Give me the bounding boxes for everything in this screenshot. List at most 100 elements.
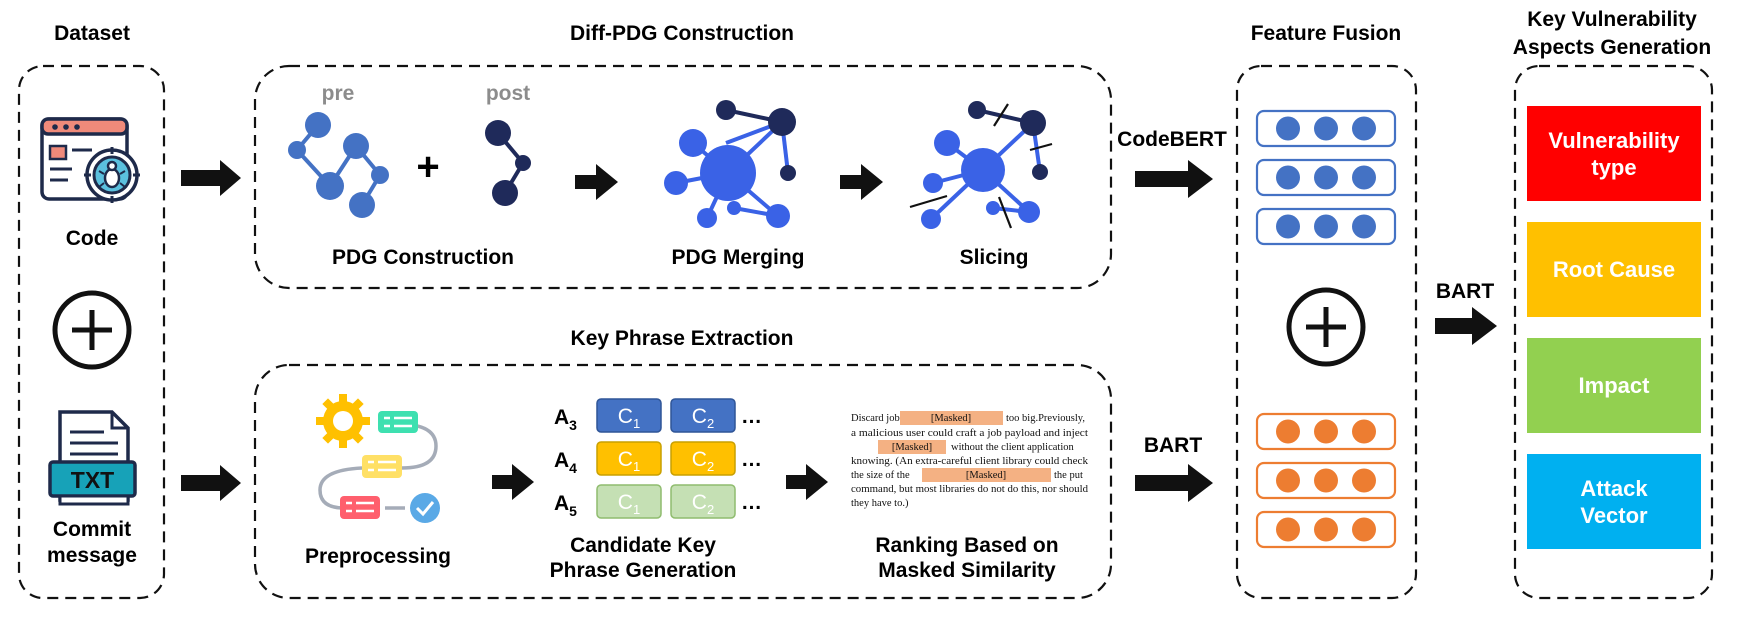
arrow-merging-to-slicing bbox=[840, 164, 883, 200]
aspect-box: Root Cause bbox=[1527, 222, 1701, 317]
passage-line3b: without the client application bbox=[951, 442, 1075, 453]
masked-passage: Discard job [Masked] too big.Previously,… bbox=[851, 411, 1089, 509]
pre-graph bbox=[288, 112, 389, 218]
bart-embeddings bbox=[1255, 412, 1397, 549]
embedding-row bbox=[1255, 510, 1397, 549]
post-label: post bbox=[486, 82, 530, 105]
codebert-embeddings bbox=[1255, 109, 1397, 246]
embedding-row bbox=[1255, 207, 1397, 246]
embedding-dot bbox=[1276, 517, 1300, 542]
passage-line1a: Discard job bbox=[851, 413, 900, 424]
sliced-graph bbox=[909, 101, 1053, 229]
key-phrase-box bbox=[253, 363, 1113, 600]
embedding-row bbox=[1255, 461, 1397, 500]
bart-output-label: BART bbox=[1436, 280, 1494, 303]
embedding-dot bbox=[1314, 468, 1338, 493]
passage-line7: they have to.) bbox=[851, 498, 909, 509]
flow-arrows bbox=[181, 160, 1497, 502]
code-label: Code bbox=[66, 227, 119, 250]
diff-pdg-box bbox=[253, 64, 1113, 290]
embedding-dot bbox=[1314, 517, 1338, 542]
aspect-box: Impact bbox=[1527, 338, 1701, 433]
aspect-label-line1: Vulnerability bbox=[1548, 128, 1680, 153]
candidate-chip bbox=[596, 441, 662, 476]
post-graph bbox=[485, 120, 531, 206]
arrow-code-to-pdg bbox=[181, 160, 241, 196]
aspect-label: Root Cause bbox=[1553, 257, 1675, 282]
aspect-label-line1: Attack bbox=[1580, 476, 1648, 501]
cut-marks bbox=[909, 103, 1053, 229]
ranking-label-line1: Ranking Based on bbox=[875, 534, 1058, 557]
txt-badge: TXT bbox=[71, 467, 114, 493]
arrow-preprocessing-to-candidate bbox=[492, 464, 534, 500]
commit-label-line2: message bbox=[47, 544, 137, 567]
masked-token-1: [Masked] bbox=[931, 413, 971, 424]
embedding-dot bbox=[1314, 419, 1338, 444]
circled-plus-icon bbox=[52, 290, 132, 370]
candidate-chip bbox=[670, 484, 736, 519]
dataset-box bbox=[17, 64, 166, 600]
candidate-ellipsis: … bbox=[741, 448, 762, 471]
slicing-label: Slicing bbox=[960, 246, 1029, 269]
arrow-commit-to-keyphrase bbox=[181, 465, 241, 501]
embedding-dot bbox=[1276, 116, 1300, 141]
embedding-dot bbox=[1276, 165, 1300, 190]
embedding-dot bbox=[1352, 165, 1376, 190]
embedding-dot bbox=[1314, 165, 1338, 190]
pdg-merging-label: PDG Merging bbox=[671, 246, 804, 269]
candidate-label-line2: Phrase Generation bbox=[550, 559, 737, 582]
candidate-label-line1: Candidate Key bbox=[570, 534, 716, 557]
preprocessing-icon bbox=[316, 394, 440, 523]
pdg-construction-label: PDG Construction bbox=[332, 246, 514, 269]
passage-line6: command, but most libraries do not do th… bbox=[851, 484, 1089, 495]
embedding-dot bbox=[1314, 116, 1338, 141]
aspect-label: Impact bbox=[1579, 373, 1651, 398]
candidate-chip bbox=[596, 398, 662, 433]
masked-token-2: [Masked] bbox=[892, 442, 932, 453]
key-aspects-box bbox=[1513, 64, 1714, 600]
embedding-dot bbox=[1352, 468, 1376, 493]
key-aspects-title-line2: Aspects Generation bbox=[1513, 36, 1711, 59]
candidate-row-label: A4 bbox=[554, 449, 577, 476]
arrow-bart-text bbox=[1135, 464, 1213, 502]
candidate-chip bbox=[596, 484, 662, 519]
embedding-dot bbox=[1352, 517, 1376, 542]
candidate-ellipsis: … bbox=[741, 491, 762, 514]
feature-fusion-title: Feature Fusion bbox=[1251, 22, 1402, 45]
arrow-pdg-to-merging bbox=[575, 164, 618, 200]
passage-line5b: the put bbox=[1054, 470, 1083, 481]
embedding-dot bbox=[1276, 214, 1300, 239]
passage-line5a: the size of the bbox=[851, 470, 910, 481]
embedding-dot bbox=[1352, 419, 1376, 444]
embedding-dot bbox=[1276, 468, 1300, 493]
embedding-row bbox=[1255, 158, 1397, 197]
codebert-label: CodeBERT bbox=[1117, 128, 1227, 151]
aspect-label-line2: type bbox=[1591, 155, 1636, 180]
merged-graph bbox=[664, 100, 796, 228]
embedding-dot bbox=[1276, 419, 1300, 444]
passage-line1b: too big.Previously, bbox=[1006, 413, 1085, 424]
text-document-icon: TXT bbox=[48, 410, 137, 506]
passage-line2: a malicious user could craft a job paylo… bbox=[851, 428, 1088, 439]
bart-text-label: BART bbox=[1144, 434, 1202, 457]
arrow-candidate-to-ranking bbox=[786, 464, 828, 500]
candidate-row-label: A5 bbox=[554, 492, 577, 519]
key-phrase-title: Key Phrase Extraction bbox=[571, 327, 794, 350]
diff-pdg-title: Diff-PDG Construction bbox=[570, 22, 794, 45]
preprocessing-label: Preprocessing bbox=[305, 545, 451, 568]
ranking-label-line2: Masked Similarity bbox=[878, 559, 1056, 582]
embedding-dot bbox=[1314, 214, 1338, 239]
candidate-row-label: A3 bbox=[554, 406, 577, 433]
commit-label-line1: Commit bbox=[53, 518, 131, 541]
embedding-row bbox=[1255, 412, 1397, 451]
passage-line4: knowing. (An extra-careful client librar… bbox=[851, 456, 1089, 467]
feature-fusion-box bbox=[1235, 64, 1418, 600]
arrow-bart-output bbox=[1435, 307, 1497, 345]
